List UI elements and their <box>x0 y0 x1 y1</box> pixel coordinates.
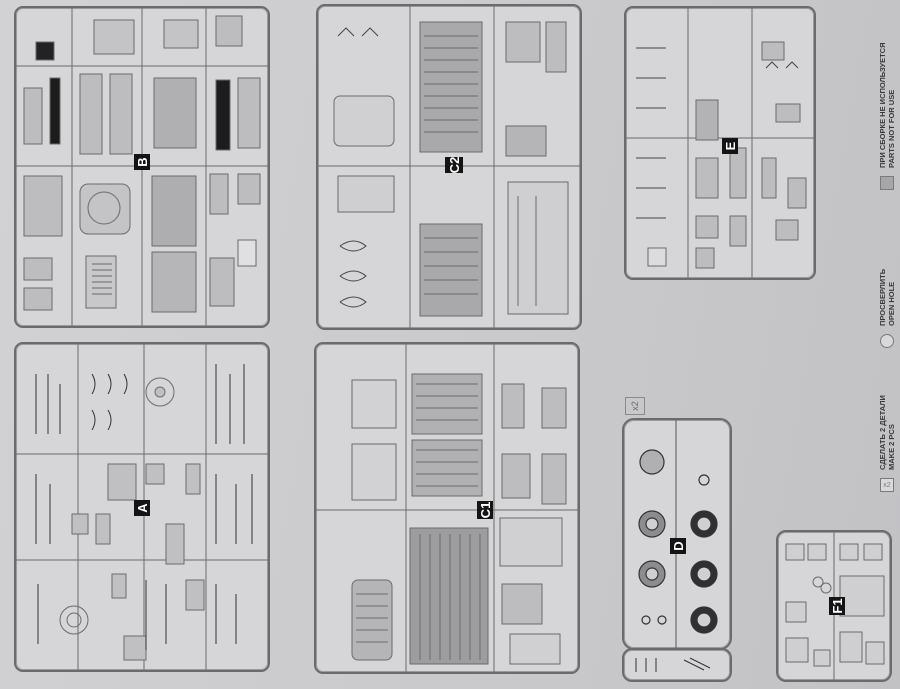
drill-hole-icon <box>880 334 894 348</box>
sprue-c1: C1 <box>314 342 580 674</box>
sprue-c1-label: C1 <box>477 501 493 519</box>
sprue-a-parts <box>16 344 268 670</box>
legend-not-for-use: ПРИ СБОРКЕ НЕ ИСПОЛЬЗУЕТСЯ PARTS NOT FOR… <box>878 42 896 168</box>
make-two-icon: x2 <box>880 478 894 492</box>
sprue-b: B <box>14 6 270 328</box>
legend-make-two: СДЕЛАТЬ 2 ДЕТАЛИ MAKE 2 PCS <box>878 395 896 470</box>
sprue-f1: F1 <box>776 530 892 682</box>
make-two-tag: x2 <box>625 397 645 415</box>
sprue-e: E <box>624 6 816 280</box>
sprue-e-parts <box>626 8 814 278</box>
sprue-b-parts <box>16 8 268 326</box>
sprue-d-parts <box>638 420 718 648</box>
sprue-c1-parts <box>316 344 578 672</box>
sprue-d-label: D <box>670 538 686 554</box>
sprue-c2-parts <box>318 6 580 328</box>
sprue-d: D <box>622 418 732 650</box>
sprue-f1-parts <box>785 532 885 680</box>
sprue-e-label: E <box>722 138 738 154</box>
not-for-use-icon <box>880 176 894 190</box>
sprue-f1-label: F1 <box>829 597 845 615</box>
sprue-d-runner-parts <box>635 657 711 672</box>
sprue-d-runner <box>622 648 732 682</box>
sprue-c2: C2 <box>316 4 582 330</box>
sprue-a: A <box>14 342 270 672</box>
legend-open-hole: ПРОСВЕРЛИТЬ OPEN HOLE <box>878 268 896 326</box>
sprue-a-label: A <box>134 500 150 516</box>
sprue-c2-label: C2 <box>445 156 463 174</box>
sprue-b-label: B <box>134 154 150 170</box>
